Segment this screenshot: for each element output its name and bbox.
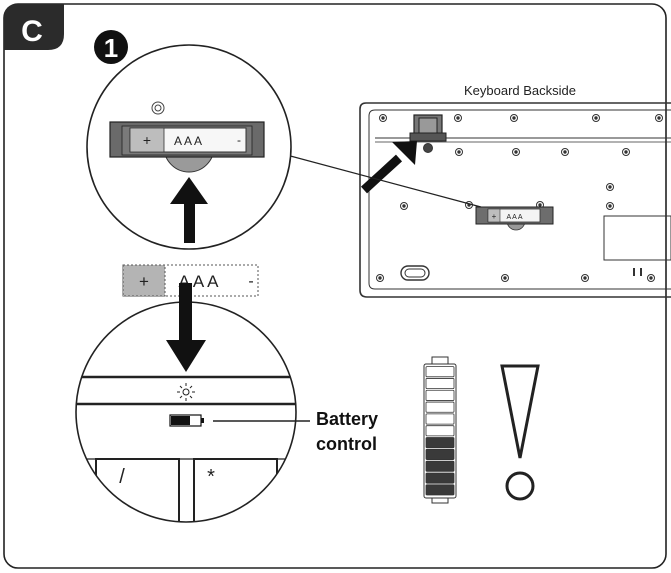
gauge-segment-filled — [425, 437, 455, 449]
battery-control-label-line2: control — [316, 434, 377, 454]
section-letter: C — [21, 15, 43, 48]
press-arrow-down — [166, 283, 206, 372]
keyboard-battery-label: AAA — [506, 214, 523, 221]
gauge-segment-filled — [425, 472, 455, 484]
keyboard-screws — [376, 114, 663, 282]
top-battery-label: AAA — [174, 134, 204, 148]
step-badge: 1 — [94, 30, 128, 64]
indicator-light-icon — [177, 383, 195, 401]
keyboard-backside — [359, 102, 671, 298]
gauge-segment-filled — [425, 460, 455, 472]
gauge-segment-filled — [425, 484, 455, 496]
loose-battery-plus: + — [139, 272, 149, 291]
insert-arrow-up — [170, 177, 208, 243]
warning-exclamation-icon — [500, 364, 540, 501]
gauge-segment-filled — [425, 448, 455, 460]
loose-battery-minus: - — [248, 273, 253, 290]
step-number: 1 — [104, 33, 118, 63]
battery-status-icon — [169, 414, 204, 427]
keyboard-battery-plus: + — [492, 212, 497, 221]
keyboard-battery-slot: + AAA — [475, 206, 554, 231]
gauge-segment-empty — [425, 366, 455, 378]
key-asterisk: * — [207, 466, 215, 488]
gauge-segments — [425, 366, 455, 496]
aaa-battery: + AAA - — [122, 264, 259, 297]
keyboard-clip — [409, 114, 447, 142]
key-slash: / — [119, 466, 125, 488]
battery-level-gauge — [423, 356, 457, 504]
gauge-segment-empty — [425, 425, 455, 437]
gauge-segment-empty — [425, 378, 455, 390]
insert-arrow-diagonal — [360, 141, 417, 194]
gauge-segment-empty — [425, 389, 455, 401]
battery-control-label-line1: Battery — [316, 409, 378, 429]
section-badge: C — [4, 4, 64, 50]
leader-line — [267, 149, 482, 208]
gauge-segment-empty — [425, 413, 455, 425]
zoom-circle-bottom: / * — [75, 301, 297, 523]
top-battery-plus: + — [143, 132, 151, 148]
gauge-segment-empty — [425, 401, 455, 413]
keyboard-caption: Keyboard Backside — [464, 83, 576, 98]
top-battery-minus: - — [237, 133, 241, 147]
zoom-circle-top: + AAA - — [86, 44, 292, 250]
